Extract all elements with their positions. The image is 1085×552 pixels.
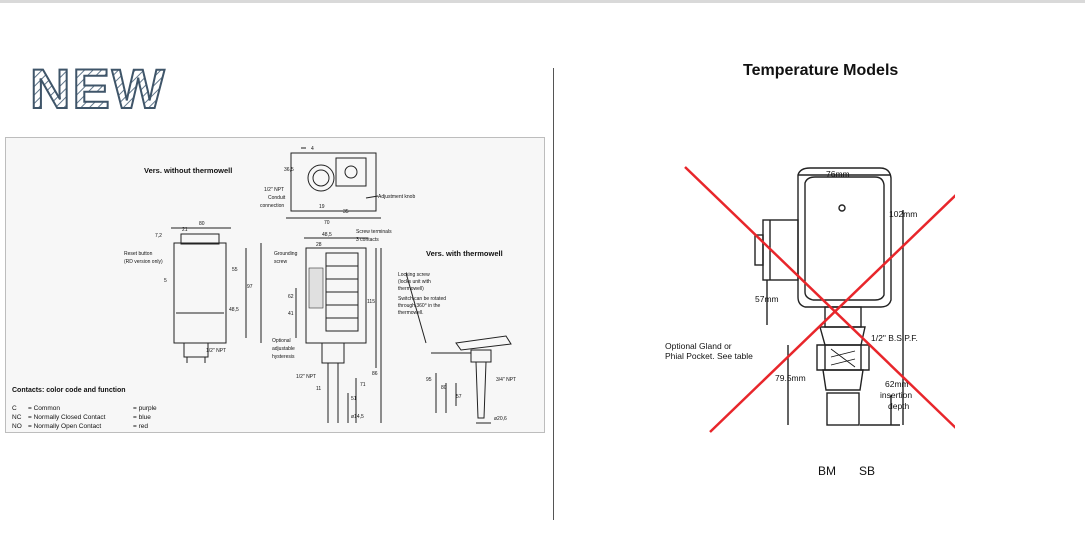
label-npt-1: 1/2" NPT (264, 187, 284, 193)
label-locking-6: thermowell. (398, 310, 424, 316)
dim-14-5: ø14,5 (351, 414, 364, 420)
label-locking-2: (locks unit with (398, 279, 431, 285)
dim-4: 4 (311, 146, 314, 152)
contact-color-no: = red (133, 423, 148, 430)
label-locking-5: through 360° in the (398, 303, 441, 309)
dim-70: 70 (324, 220, 330, 226)
label-npt-three-quarter: 3/4" NPT (496, 377, 516, 383)
contacts-heading: Contacts: color code and function (12, 387, 126, 394)
dim-95: 95 (426, 377, 432, 383)
label-optional-1: Optional (272, 338, 291, 344)
dim-86: 86 (372, 371, 378, 377)
dim-57: 57 (456, 394, 462, 400)
dim-20-6: ø20,6 (494, 416, 507, 422)
dim-57mm: 57mm (755, 294, 779, 304)
dim-41: 41 (288, 311, 294, 317)
label-locking-3: thermowell) (398, 286, 424, 292)
label-adjustment-knob: Adjustment knob (378, 194, 415, 200)
label-grounding-2: screw (274, 259, 287, 265)
dim-7-2: 7,2 (155, 233, 162, 239)
dim-80: 80 (199, 221, 205, 227)
dim-48-5: 48,5 (322, 232, 332, 238)
dim-21: 21 (182, 227, 188, 233)
dim-5: 5 (164, 278, 167, 284)
label-npt-2: Conduit (268, 195, 286, 201)
red-cross-mark (684, 166, 955, 433)
label-grounding-1: Grounding (274, 251, 298, 257)
dim-62: 62 (288, 294, 294, 300)
dim-80b: 80 (441, 385, 447, 391)
contact-color-nc: = blue (133, 414, 151, 421)
temperature-models-title: Temperature Models (743, 62, 898, 79)
model-sb: SB (859, 464, 875, 478)
dim-71: 71 (360, 382, 366, 388)
label-optional-2: adjustable (272, 346, 295, 352)
contact-code-nc: NC (12, 414, 22, 421)
dim-19: 19 (319, 204, 325, 210)
label-npt-bottom-mid: 1/2" NPT (296, 374, 316, 380)
dim-36-5: 36,5 (284, 167, 294, 173)
dim-insertion-2: insertion (880, 390, 912, 400)
contact-color-c: = purple (133, 405, 157, 412)
dim-28: 28 (316, 242, 322, 248)
gland-label-1: Optional Gland or (665, 341, 732, 351)
contact-code-c: C (12, 405, 17, 412)
dim-insertion-1: 62mm (885, 379, 909, 389)
new-logo-text: NEW (30, 58, 167, 118)
dim-102mm: 102mm (889, 209, 917, 219)
label-locking-1: Locking screw (398, 272, 430, 278)
label-terminals-2: 3 contacts (356, 237, 379, 243)
dim-11: 11 (316, 386, 321, 392)
dim-bspf: 1/2" B.S.P.F. (871, 333, 918, 343)
title-with-thermowell: Vers. with thermowell (426, 249, 503, 258)
left-technical-drawing: Vers. without thermowell Vers. with ther… (5, 137, 545, 433)
right-technical-drawing: Temperature Models 76mm 102mm 57mm 1/2" … (655, 45, 955, 485)
label-reset-2: (RD version only) (124, 259, 163, 265)
label-npt-3: connection (260, 203, 284, 209)
contact-desc-nc: = Normally Closed Contact (28, 414, 106, 421)
dim-76mm: 76mm (826, 169, 850, 179)
center-divider (553, 68, 554, 520)
dim-insertion-3: depth (888, 401, 910, 411)
gland-label-2: Phial Pocket. See table (665, 351, 753, 361)
model-bm: BM (818, 464, 836, 478)
dim-79-5mm: 79.5mm (775, 373, 806, 383)
title-without-thermowell: Vers. without thermowell (144, 166, 232, 175)
dim-48-5b: 48,5 (229, 307, 239, 313)
label-terminals-1: Screw terminals (356, 229, 392, 235)
contact-desc-c: = Common (28, 405, 60, 412)
dim-97: 97 (247, 284, 253, 290)
new-logo: NEW (29, 58, 167, 118)
label-reset-1: Reset button (124, 251, 153, 257)
dim-115: 115 (367, 299, 375, 305)
top-border (0, 0, 1085, 3)
dim-35: 35 (343, 209, 349, 215)
label-npt-bottom-left: 1/2" NPT (206, 348, 226, 354)
contact-desc-no: = Normally Open Contact (28, 423, 101, 430)
dim-55: 55 (232, 267, 238, 273)
label-optional-3: hysteresis (272, 354, 295, 360)
dim-51: 51 (351, 396, 357, 402)
contact-code-no: NO (12, 423, 22, 430)
label-locking-4: Switch can be rotated (398, 296, 446, 302)
